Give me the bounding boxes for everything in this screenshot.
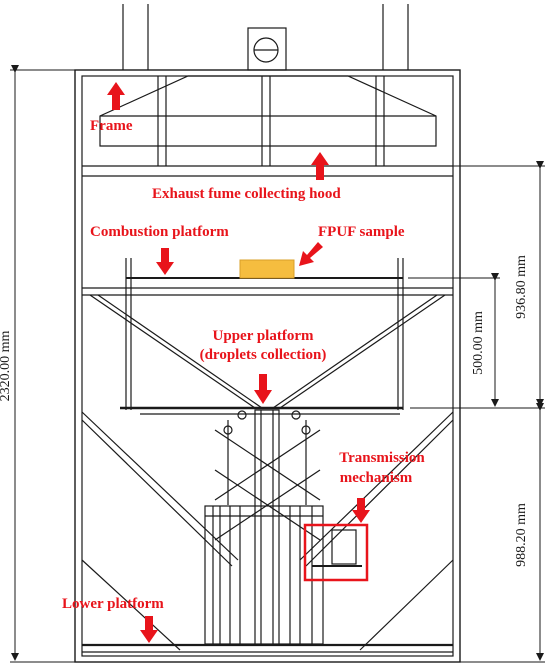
- frame-structure: [74, 4, 461, 663]
- hood-arrow-icon: [311, 152, 329, 180]
- transmission-highlight-box: [303, 523, 369, 582]
- label-fpuf-sample: FPUF sample: [318, 224, 405, 240]
- label-transmission-2: mechanism: [340, 470, 413, 486]
- label-exhaust-hood: Exhaust fume collecting hood: [152, 186, 341, 202]
- combustion-arrow-icon: [156, 248, 174, 275]
- label-upper-platform-2: (droplets collection): [200, 347, 327, 363]
- fpuf-arrow-icon: [299, 242, 323, 266]
- callout-arrows: [107, 82, 370, 643]
- label-lower-platform: Lower platform: [62, 596, 164, 612]
- upper-platform-arrow-icon: [254, 374, 272, 404]
- dim-hood-to-upper: 936.80 mm: [514, 255, 529, 319]
- dimension-lines: [10, 65, 545, 663]
- label-frame: Frame: [90, 118, 133, 134]
- label-transmission-1: Transmission: [339, 450, 425, 466]
- label-upper-platform-1: Upper platform: [213, 328, 314, 344]
- dim-total-height: 2320.00 mm: [0, 331, 13, 402]
- fpuf-sample-block: [239, 259, 295, 279]
- frame-arrow-icon: [107, 82, 125, 110]
- dim-platform-gap: 500.00 mm: [471, 311, 486, 375]
- label-combustion-platform: Combustion platform: [90, 224, 229, 240]
- transmission-arrow-icon: [352, 498, 370, 523]
- dim-upper-to-lower: 988.20 mm: [514, 503, 529, 567]
- lower-platform-arrow-icon: [140, 616, 158, 643]
